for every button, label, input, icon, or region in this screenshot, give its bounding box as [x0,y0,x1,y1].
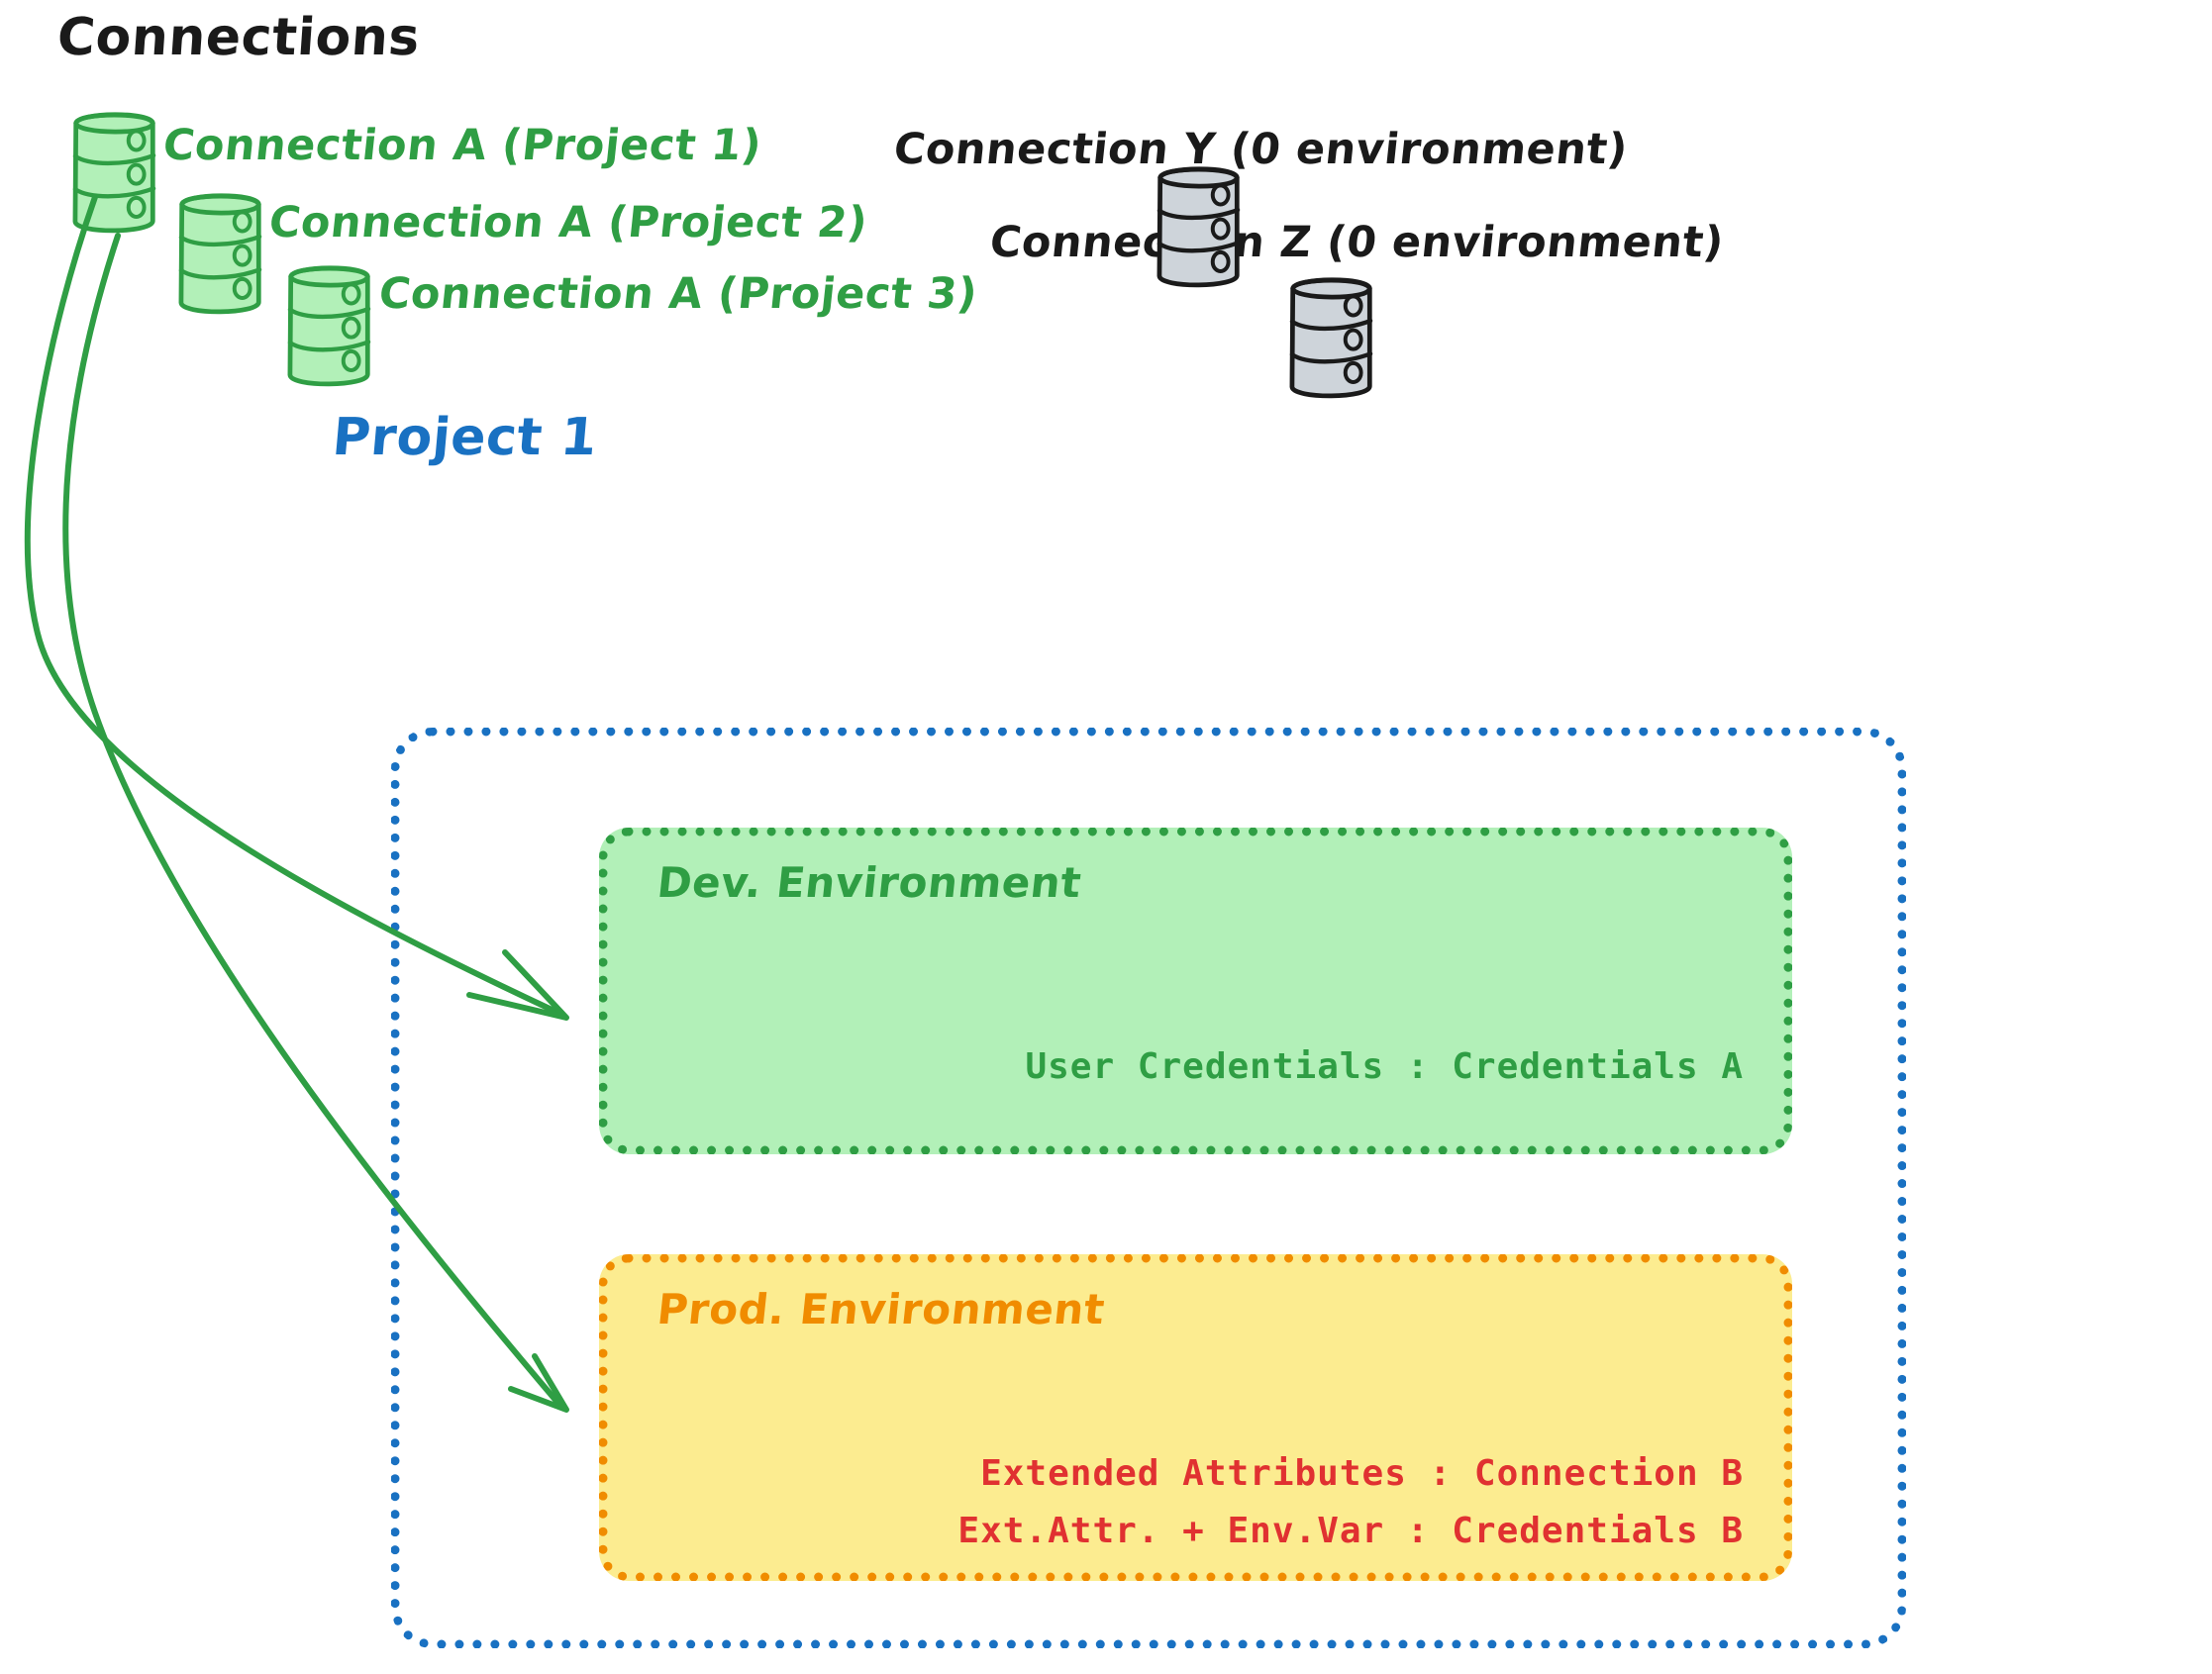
database-cylinder-icon-connection-a-1 [72,112,156,234]
dev-environment-heading: Dev. Environment [654,858,1084,907]
connection-label-a-project-1: Connection A (Project 1) [160,121,764,170]
connection-label-a-project-2: Connection A (Project 2) [266,198,870,247]
prod-environment-env-var-line: Ext.Attr. + Env.Var : Credentials B [957,1511,1744,1551]
page-title: Connections [54,8,423,67]
project-title: Project 1 [330,408,600,467]
database-cylinder-icon-connection-a-2 [178,193,262,315]
dev-environment-credentials-line: User Credentials : Credentials A [1025,1046,1744,1087]
dev-environment-box: Dev. Environment User Credentials : Cred… [599,828,1792,1154]
prod-environment-extended-attributes-line: Extended Attributes : Connection B [980,1453,1744,1494]
connection-label-z: Connection Z (0 environment) [987,218,1727,267]
connection-label-y: Connection Y (0 environment) [891,125,1631,174]
connection-label-a-project-3: Connection A (Project 3) [376,269,980,319]
database-cylinder-icon-connection-a-3 [287,265,371,387]
prod-environment-box: Prod. Environment Extended Attributes : … [599,1254,1792,1581]
database-cylinder-icon-connection-z [1289,277,1373,399]
prod-environment-heading: Prod. Environment [654,1285,1108,1333]
